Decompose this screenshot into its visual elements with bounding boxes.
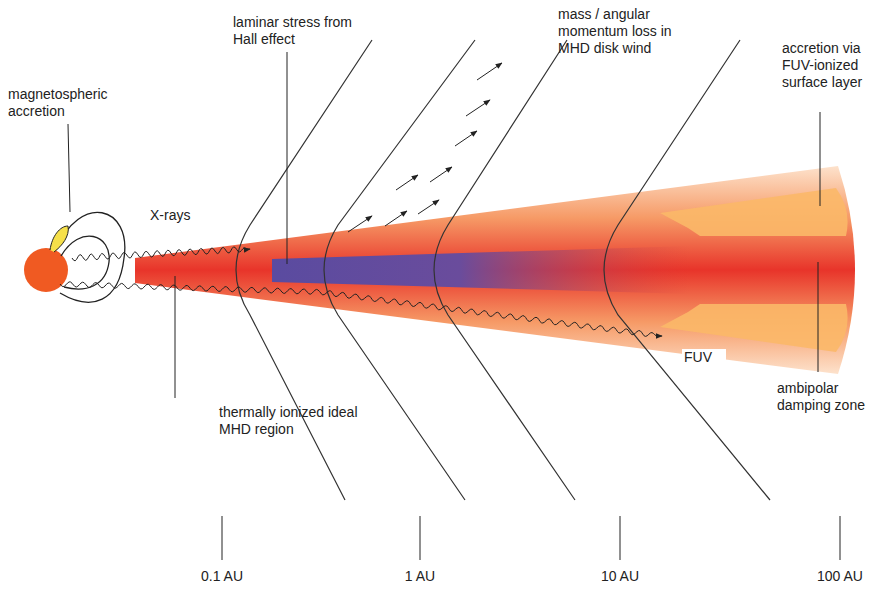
fuv-ray	[60, 282, 662, 337]
callout-label: mass / angular momentum loss in MHD disk…	[558, 6, 676, 57]
callout-label: laminar stress from Hall effect	[233, 14, 353, 48]
disk	[135, 166, 855, 374]
field-lines	[236, 40, 770, 500]
wind-arrows	[348, 63, 502, 232]
radiation-label: FUV	[682, 349, 726, 366]
callout-label: accretion via FUV-ionized surface layer	[782, 40, 886, 91]
surface-layer	[660, 304, 848, 352]
magnetosphere-loop	[61, 236, 109, 289]
distance-label: 100 AU	[805, 568, 875, 585]
callout-label: magnetospheric accretion	[8, 86, 120, 120]
radiation-label: X-rays	[150, 207, 210, 224]
surface-layer	[660, 188, 848, 236]
dead-zone-band	[272, 246, 690, 294]
xray-ray	[72, 247, 250, 261]
distance-label: 1 AU	[385, 568, 455, 585]
accretion-funnel	[50, 226, 68, 252]
callout-label: thermally ionized ideal MHD region	[219, 404, 369, 438]
distance-label: 10 AU	[585, 568, 655, 585]
distance-label: 0.1 AU	[187, 568, 257, 585]
leader-lines	[68, 52, 840, 560]
callout-label: ambipolar damping zone	[777, 380, 887, 414]
